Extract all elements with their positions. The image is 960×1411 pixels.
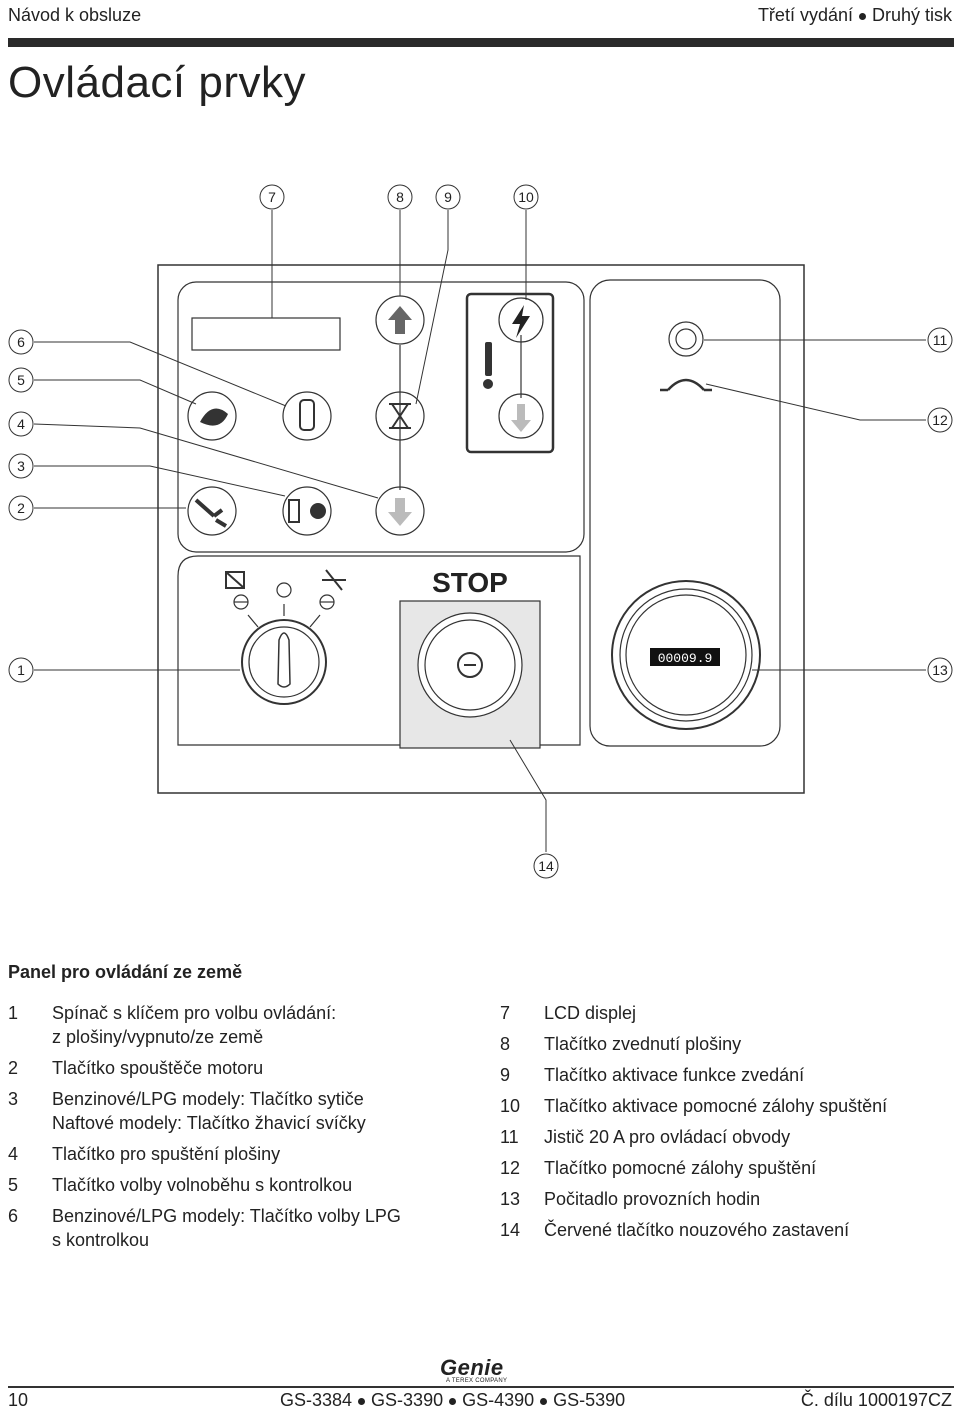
- svg-text:5: 5: [17, 372, 25, 388]
- bullet-dot: [358, 1397, 366, 1405]
- svg-text:8: 8: [396, 189, 404, 205]
- genie-logo: Genie: [440, 1355, 504, 1380]
- svg-text:13: 13: [932, 662, 948, 678]
- callout-1: 1: [8, 657, 34, 683]
- lpg-select-button: [282, 391, 332, 441]
- right-control-section: [589, 279, 781, 747]
- callout-11: 11: [927, 327, 953, 353]
- header-manual-title: Návod k obsluze: [8, 5, 142, 25]
- page-title: Ovládací prvky: [8, 58, 306, 107]
- terex-tagline: A TEREX COMPANY: [446, 1378, 508, 1384]
- svg-text:6: 6: [17, 334, 25, 350]
- footer-rule: [8, 1386, 954, 1388]
- callout-14: 14: [533, 853, 559, 879]
- caption-title: Panel pro ovládání ze země: [8, 962, 243, 982]
- callout-5: 5: [8, 367, 34, 393]
- aux-enable-button: [498, 297, 544, 343]
- choke-glow-button: [282, 486, 332, 536]
- svg-text:10: 10: [518, 189, 534, 205]
- stop-label: STOP: [432, 567, 508, 598]
- aux-down-button: [498, 393, 544, 439]
- callout-3: 3: [8, 453, 34, 479]
- panel-outline: [157, 264, 805, 794]
- bullet-dot: [449, 1397, 457, 1405]
- hour-meter: [611, 580, 761, 730]
- bullet-dot: [540, 1397, 548, 1405]
- bullet-dot: [858, 12, 866, 20]
- part-number: Č. dílu 1000197CZ: [800, 1390, 952, 1410]
- hour-meter-readout: 00009.9: [658, 651, 713, 666]
- idle-select-button: [187, 391, 237, 441]
- callout-8: 8: [387, 184, 413, 210]
- header-edition-text: Třetí vydání: [757, 5, 853, 25]
- model-list: GS-3384 GS-3390 GS-4390 GS-5390: [280, 1390, 625, 1411]
- svg-text:3: 3: [17, 458, 25, 474]
- callout-12: 12: [927, 407, 953, 433]
- platform-down-button: [375, 486, 425, 536]
- callout-7: 7: [259, 184, 285, 210]
- callout-2: 2: [8, 495, 34, 521]
- svg-text:2: 2: [17, 500, 25, 516]
- svg-text:11: 11: [933, 332, 948, 348]
- callout-4: 4: [8, 411, 34, 437]
- control-panel-diagram: STOP 00009.9 7 8 9 10 6 5 4 3 2 1 11 12 …: [8, 184, 953, 879]
- upper-control-section: [177, 281, 585, 553]
- svg-text:1: 1: [17, 662, 25, 678]
- circuit-breaker: [668, 321, 704, 357]
- callout-6: 6: [8, 329, 34, 355]
- header-rule: [8, 38, 954, 47]
- page-number: 10: [8, 1390, 29, 1410]
- svg-text:4: 4: [17, 416, 25, 432]
- header-print-text: Druhý tisk: [871, 5, 952, 25]
- lift-enable-button: [375, 391, 425, 441]
- svg-text:7: 7: [268, 189, 276, 205]
- lcd-display: [191, 317, 341, 351]
- model-name: GS-3390: [371, 1390, 444, 1410]
- callout-10: 10: [513, 184, 539, 210]
- header-edition: Třetí vydání Druhý tisk: [758, 5, 952, 26]
- callout-9: 9: [435, 184, 461, 210]
- svg-text:12: 12: [932, 412, 948, 428]
- model-name: GS-4390: [462, 1390, 535, 1410]
- model-name: GS-3384: [280, 1390, 353, 1410]
- key-switch: [241, 619, 327, 705]
- aux-backup-inset: [465, 292, 555, 454]
- model-name: GS-5390: [553, 1390, 626, 1410]
- engine-start-button: [187, 486, 237, 536]
- svg-text:9: 9: [444, 189, 452, 205]
- callout-13: 13: [927, 657, 953, 683]
- svg-text:14: 14: [538, 858, 554, 874]
